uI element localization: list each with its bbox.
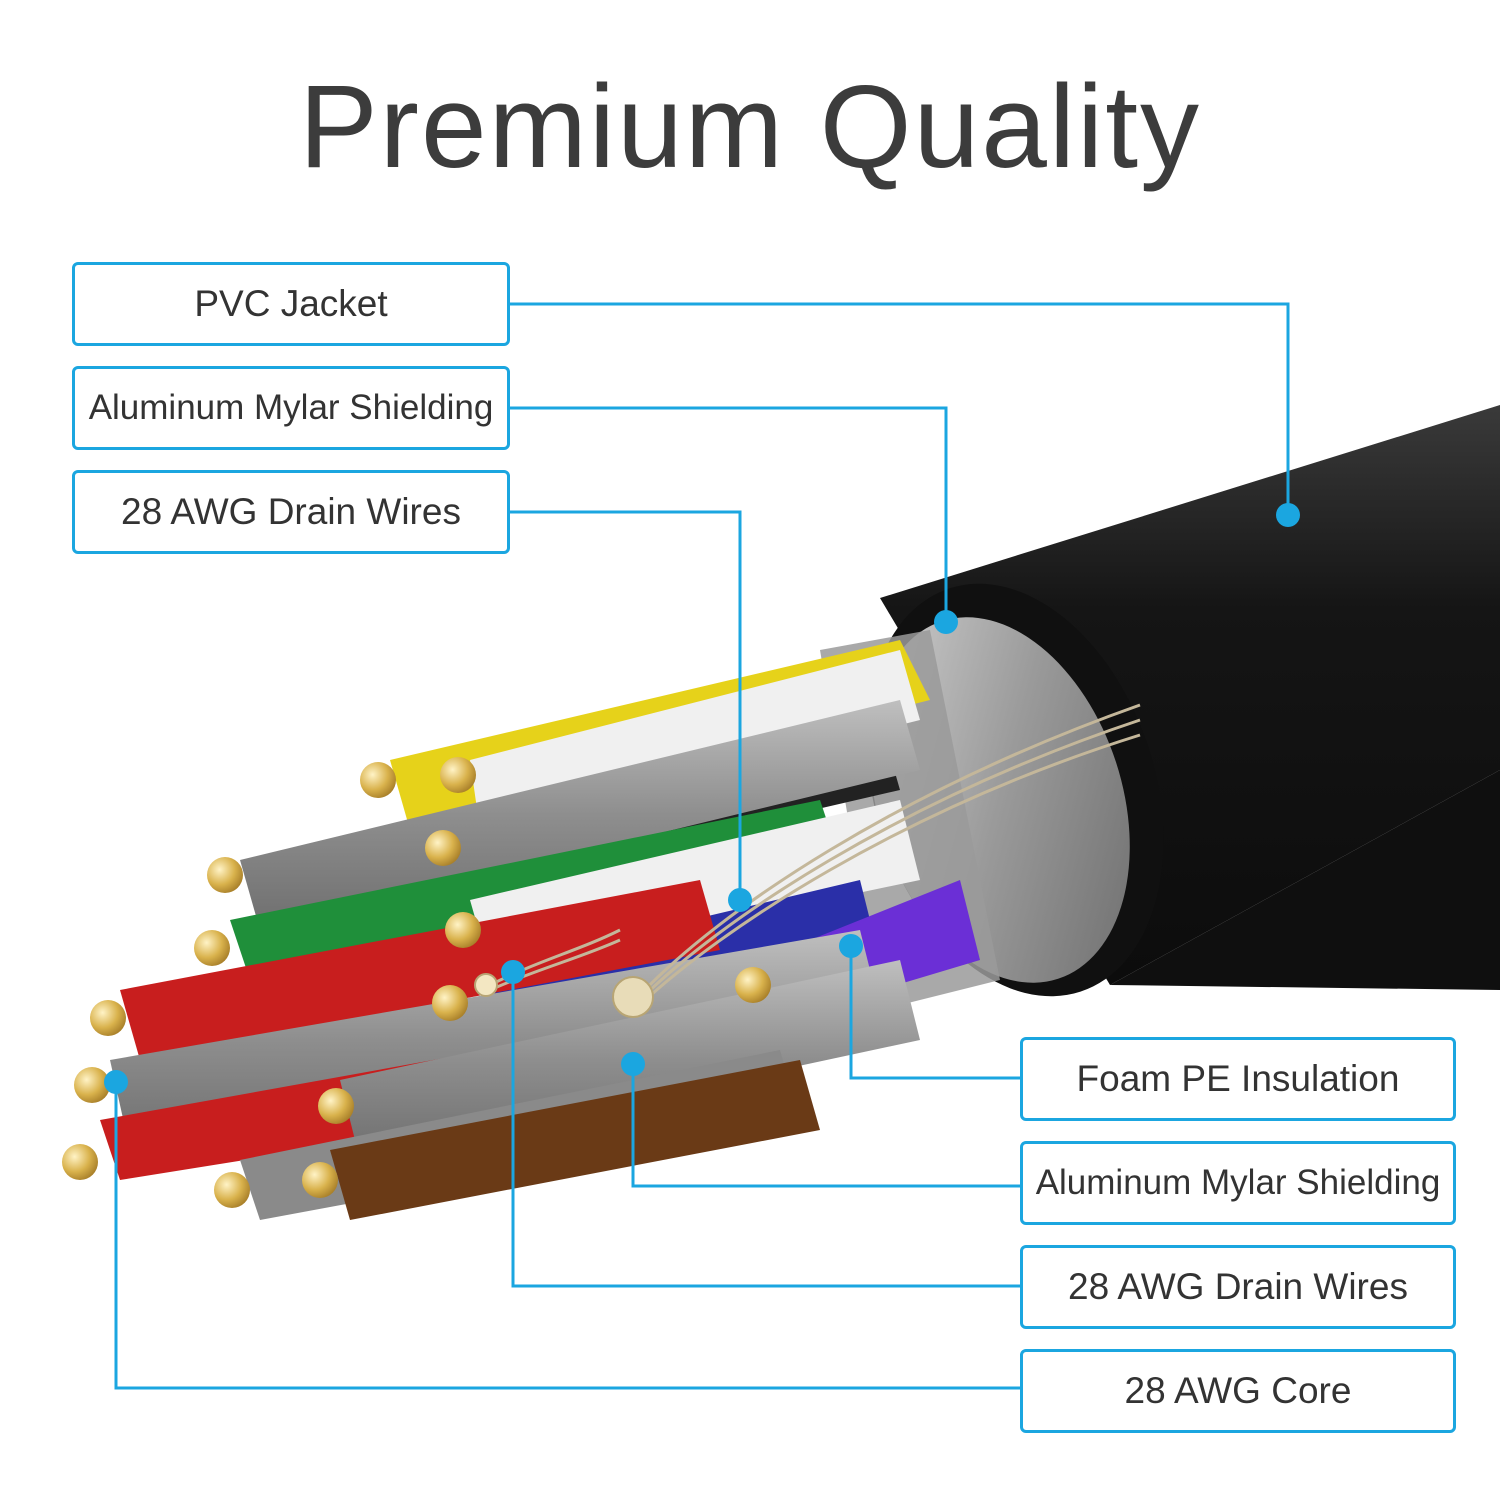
callout-dots (104, 503, 1300, 1094)
gold-conductor-tips (62, 757, 771, 1208)
label-awg-core: 28 AWG Core (1020, 1349, 1456, 1433)
conductor-bundle (100, 640, 980, 1220)
label-aluminum-mylar-shielding-outer: Aluminum Mylar Shielding (72, 366, 510, 450)
label-aluminum-mylar-shielding-inner: Aluminum Mylar Shielding (1020, 1141, 1456, 1225)
drain-wire-strands (489, 703, 1141, 1007)
page-title: Premium Quality (298, 61, 1202, 193)
label-pvc-jacket: PVC Jacket (72, 262, 510, 346)
label-foam-pe-insulation: Foam PE Insulation (1020, 1037, 1456, 1121)
label-drain-wires-outer: 28 AWG Drain Wires (72, 470, 510, 554)
callout-leader-lines (114, 302, 1290, 1390)
label-drain-wires-inner: 28 AWG Drain Wires (1020, 1245, 1456, 1329)
